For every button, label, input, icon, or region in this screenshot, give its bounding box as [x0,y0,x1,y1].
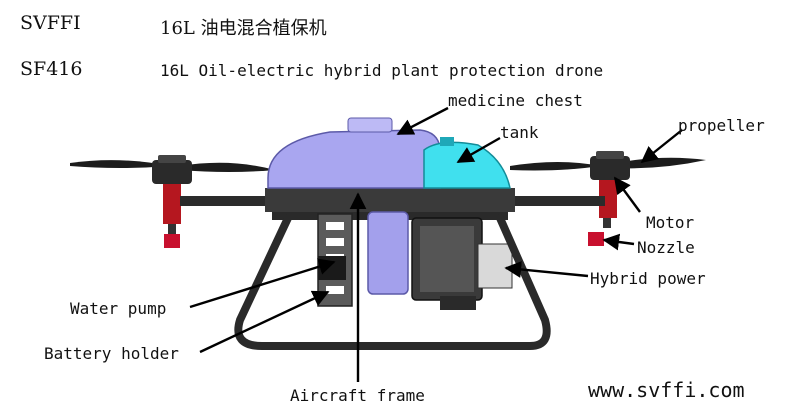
label-battery-holder: Battery holder [44,344,179,363]
left-motor [152,155,192,248]
right-arm [490,196,605,206]
title-chinese: 16L 油电混合植保机 [160,18,327,39]
label-tank: tank [500,123,539,142]
right-motor [588,151,630,246]
left-arm [180,196,290,206]
model-number: SF416 [20,58,83,80]
medicine-chest [267,129,441,189]
chest-lower [367,211,409,295]
tank [423,141,511,189]
title-english: 16L Oil-electric hybrid plant protection… [160,61,604,80]
water-pump [318,256,346,280]
label-water-pump: Water pump [70,299,167,318]
left-propeller [70,160,275,172]
label-medicine-chest: medicine chest [448,91,583,110]
label-propeller: propeller [678,116,765,135]
landing-gear [234,214,551,350]
label-hybrid-power: Hybrid power [590,269,706,288]
label-aircraft-frame: Aircraft frame [290,386,425,405]
label-nozzle: Nozzle [637,238,695,257]
brand-name: SVFFI [20,12,81,34]
frame-plate [265,188,515,212]
website-url: www.svffi.com [588,378,745,402]
hybrid-engine [411,217,513,310]
label-motor: Motor [646,213,695,232]
